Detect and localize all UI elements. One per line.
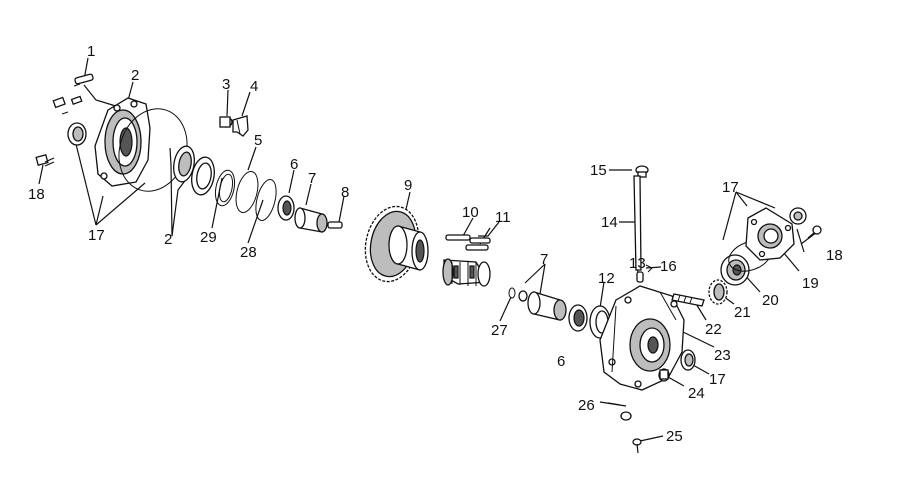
callout-2-bottom: 2 xyxy=(164,231,172,248)
part-22-input-shaft xyxy=(671,293,705,307)
part-24-plug xyxy=(658,368,670,382)
part-9-ring-gear xyxy=(364,205,429,283)
callout-21: 21 xyxy=(734,304,751,321)
callout-3: 3 xyxy=(222,76,230,93)
callout-27: 27 xyxy=(491,322,508,339)
part-20-bearing xyxy=(720,254,750,286)
callout-10: 10 xyxy=(462,204,479,221)
part-18-bolt-right xyxy=(807,225,822,239)
callout-22: 22 xyxy=(705,321,722,338)
callout-2-top: 2 xyxy=(131,67,139,84)
part-2-bearing-rings xyxy=(173,145,215,196)
callout-25: 25 xyxy=(666,428,683,445)
part-washer-right xyxy=(518,290,528,302)
callout-29: 29 xyxy=(200,229,217,246)
part-29-snap-ring xyxy=(214,169,236,207)
part-4-bracket xyxy=(232,115,249,137)
callout-17-left: 17 xyxy=(88,227,105,244)
callout-18-right: 18 xyxy=(826,247,843,264)
callout-17-top-right: 17 xyxy=(722,179,739,196)
callout-12: 12 xyxy=(598,270,615,287)
part-6-bearing-right xyxy=(568,304,588,332)
callout-17-bottom-right: 17 xyxy=(709,371,726,388)
part-25-bolt xyxy=(632,438,642,454)
callout-23: 23 xyxy=(714,347,731,364)
callout-24: 24 xyxy=(688,385,705,402)
callout-1: 1 xyxy=(87,43,95,60)
callout-15: 15 xyxy=(590,162,607,179)
part-13-spring-pin xyxy=(636,271,644,283)
part-10-pin xyxy=(445,234,471,241)
part-14-shift-shaft xyxy=(633,175,642,271)
part-17-seal-right-lower xyxy=(680,349,696,371)
callout-9: 9 xyxy=(404,177,412,194)
callout-26: 26 xyxy=(578,397,595,414)
part-sprag-cage xyxy=(442,258,491,287)
part-2-front-cover xyxy=(94,97,151,187)
callout-19: 19 xyxy=(802,275,819,292)
part-27-clip xyxy=(508,287,516,299)
part-26-drain-bolt xyxy=(607,402,632,421)
callout-7-left: 7 xyxy=(308,170,316,187)
part-1-dowel-pin xyxy=(74,73,94,85)
callout-14: 14 xyxy=(601,214,618,231)
callout-20: 20 xyxy=(762,292,779,309)
callout-6-left: 6 xyxy=(290,156,298,173)
part-11-rollers xyxy=(465,237,491,251)
callout-16: 16 xyxy=(660,258,677,275)
part-19-bearing-cover xyxy=(745,207,795,261)
part-3-spacer xyxy=(219,116,233,128)
callout-5: 5 xyxy=(254,132,262,149)
part-5-shim xyxy=(235,170,259,214)
part-21-pinion-gear xyxy=(708,279,728,305)
part-6-bearing-left xyxy=(277,195,295,221)
part-17-seal-right-upper xyxy=(789,207,807,225)
part-15-bolt xyxy=(635,165,649,178)
small-hardware-left xyxy=(52,83,83,115)
callout-11: 11 xyxy=(495,209,511,226)
part-7-sleeve-right xyxy=(527,291,567,321)
part-8-pin xyxy=(327,221,343,229)
callout-13: 13 xyxy=(629,255,646,272)
part-23-gearcase-housing xyxy=(599,285,685,391)
part-18-bolt-left xyxy=(35,154,55,167)
part-17-seal-left xyxy=(67,122,87,146)
part-28-ring xyxy=(255,179,277,221)
callout-8: 8 xyxy=(341,184,349,201)
callout-18-left: 18 xyxy=(28,186,45,203)
callout-6-right: 6 xyxy=(557,353,565,370)
callout-labels: 1 2 2 3 4 5 6 6 7 7 8 9 10 11 12 13 14 1… xyxy=(28,43,843,445)
part-16-clip xyxy=(645,264,653,273)
part-7-sleeve-left xyxy=(294,207,328,233)
callout-7-right: 7 xyxy=(540,251,548,268)
callout-4: 4 xyxy=(250,78,258,95)
callout-28: 28 xyxy=(240,244,257,261)
